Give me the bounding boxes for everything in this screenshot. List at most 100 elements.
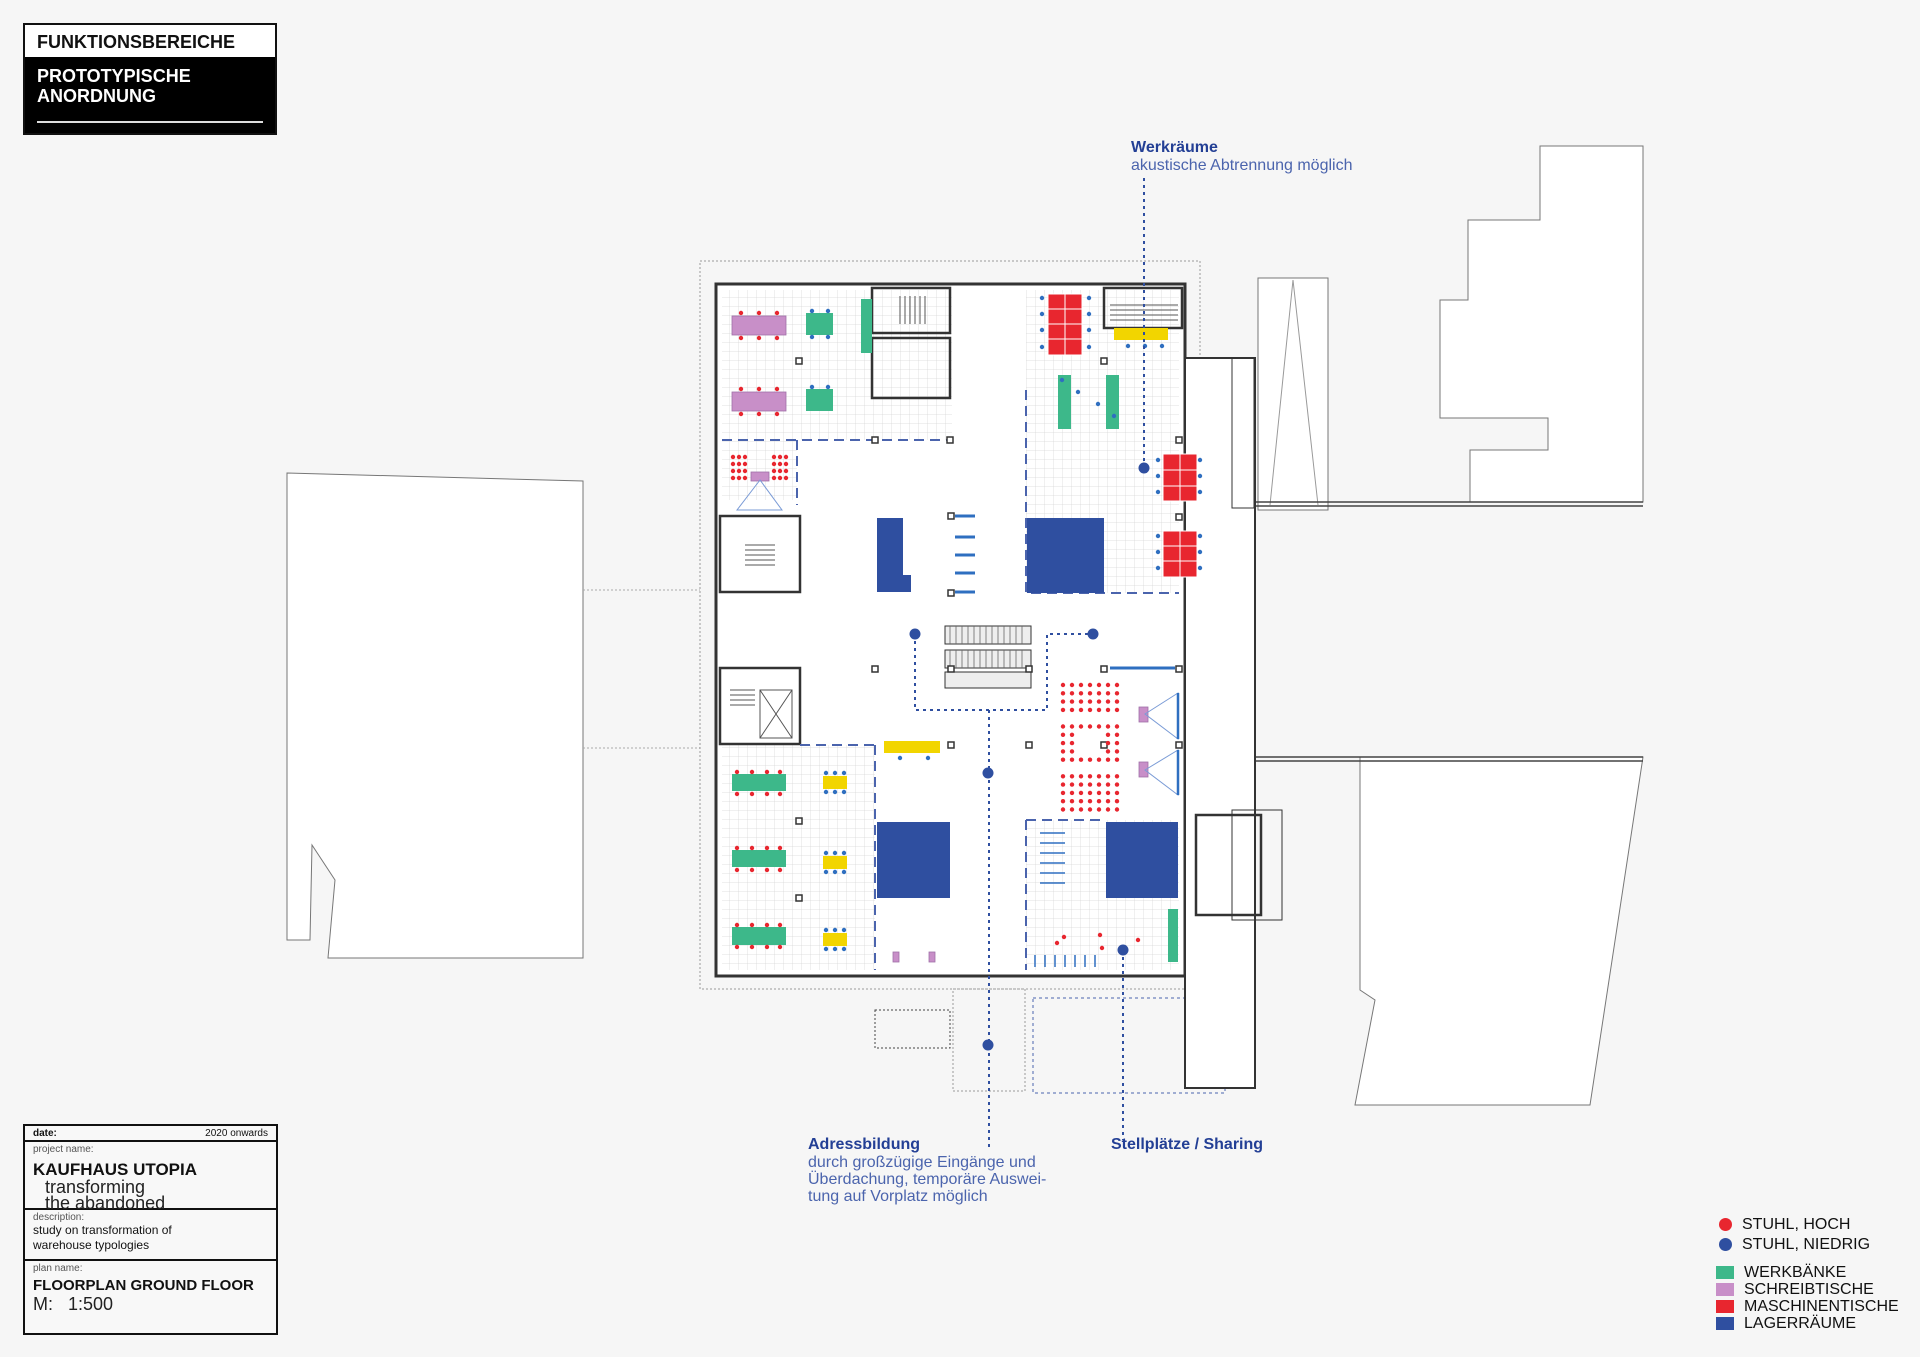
chair — [1096, 691, 1102, 696]
annotation-werkraeume: Werkräume akustische Abtrennung möglich — [1131, 139, 1352, 174]
chair — [1135, 937, 1141, 943]
chair — [1086, 327, 1092, 333]
chair — [736, 461, 742, 467]
chair — [1078, 699, 1084, 704]
chair — [1086, 311, 1092, 317]
blue-swatch-icon — [1716, 1317, 1734, 1330]
chair — [1078, 774, 1084, 779]
chair — [1096, 707, 1102, 713]
description-label: description: — [33, 1212, 85, 1223]
chair — [736, 475, 742, 481]
partitions — [722, 390, 1179, 970]
chair — [1197, 489, 1203, 495]
chair — [771, 461, 777, 467]
chair — [756, 335, 762, 341]
green-swatch-icon — [1716, 1266, 1734, 1279]
chair — [832, 946, 838, 952]
chair — [1105, 807, 1111, 812]
annotation-title: Werkräume — [1131, 139, 1218, 156]
chair — [777, 791, 783, 797]
chair — [1087, 707, 1093, 713]
chair — [825, 334, 831, 340]
chair — [764, 922, 770, 928]
chair — [809, 334, 815, 340]
chair — [897, 755, 903, 761]
chair — [1078, 782, 1084, 787]
chair — [1125, 343, 1131, 349]
chair — [1060, 691, 1066, 696]
chair — [734, 791, 740, 797]
chair — [777, 944, 783, 950]
chair — [738, 335, 744, 341]
leader-lines — [914, 178, 1145, 1150]
chair — [756, 411, 762, 417]
chair — [1111, 413, 1117, 419]
chair — [771, 475, 777, 481]
chair — [841, 770, 847, 776]
chair — [1114, 782, 1120, 787]
storage-2 — [1027, 518, 1104, 593]
annotation-stellplaetze: Stellplätze / Sharing — [1111, 1136, 1263, 1154]
purple-swatch-icon — [1716, 1283, 1734, 1296]
neighbour-buildings — [286, 145, 1644, 1106]
cores — [718, 286, 1263, 917]
annex-tall — [1257, 277, 1329, 511]
chair — [738, 310, 744, 316]
chair — [841, 850, 847, 856]
chair — [1105, 707, 1111, 713]
storage-3 — [877, 822, 950, 898]
chair — [825, 384, 831, 390]
blue-dot-icon — [1719, 1238, 1732, 1251]
chair — [809, 308, 815, 314]
legend-label: LAGERRÄUME — [1744, 1315, 1857, 1332]
chair — [1114, 707, 1120, 713]
chair — [749, 944, 755, 950]
chair — [1096, 799, 1102, 804]
chair — [1069, 707, 1075, 713]
chair — [1060, 782, 1066, 787]
chair — [1069, 699, 1075, 704]
chair — [1095, 401, 1101, 407]
chair — [1086, 344, 1092, 350]
chair — [777, 769, 783, 775]
project-subtitle: the abandoned — [45, 1193, 166, 1213]
chair — [1105, 740, 1111, 746]
chair — [1060, 707, 1066, 713]
chair — [756, 310, 762, 316]
legend-label: STUHL, NIEDRIG — [1742, 1236, 1871, 1253]
chair — [1060, 732, 1066, 737]
chair — [764, 769, 770, 775]
chair — [1060, 799, 1066, 804]
chair — [1069, 757, 1075, 762]
chair — [1155, 457, 1161, 463]
columns — [795, 357, 1183, 902]
bike-racks — [1034, 832, 1096, 967]
description-section: description: study on transformation of … — [25, 1210, 276, 1261]
chair — [1096, 699, 1102, 704]
chair — [1069, 749, 1075, 754]
chair — [1114, 790, 1120, 796]
plan-label: plan name: — [33, 1263, 83, 1274]
escalator — [944, 625, 1032, 689]
chair — [1087, 724, 1093, 729]
chair — [832, 789, 838, 795]
chair — [1114, 807, 1120, 812]
parking-area — [1032, 997, 1226, 1094]
chair — [1069, 732, 1075, 737]
chair — [764, 944, 770, 950]
chair — [1060, 740, 1066, 746]
title-rule — [37, 121, 263, 123]
scale-label: M: — [33, 1294, 53, 1314]
chair — [738, 411, 744, 417]
annotation-text: tung auf Vorplatz möglich — [808, 1188, 988, 1205]
project-subtitle: transforming — [45, 1177, 146, 1197]
chair — [777, 922, 783, 928]
annotation-text: Überdachung, temporäre Auswei- — [808, 1171, 1047, 1188]
chair — [756, 386, 762, 392]
title-block: date: 2020 onwards project name: KAUFHAU… — [23, 1124, 278, 1335]
chair — [730, 454, 736, 460]
chair — [1159, 343, 1165, 349]
chair — [1155, 489, 1161, 495]
title: FUNKTIONSBEREICHE — [25, 25, 275, 57]
chair — [1060, 724, 1066, 729]
